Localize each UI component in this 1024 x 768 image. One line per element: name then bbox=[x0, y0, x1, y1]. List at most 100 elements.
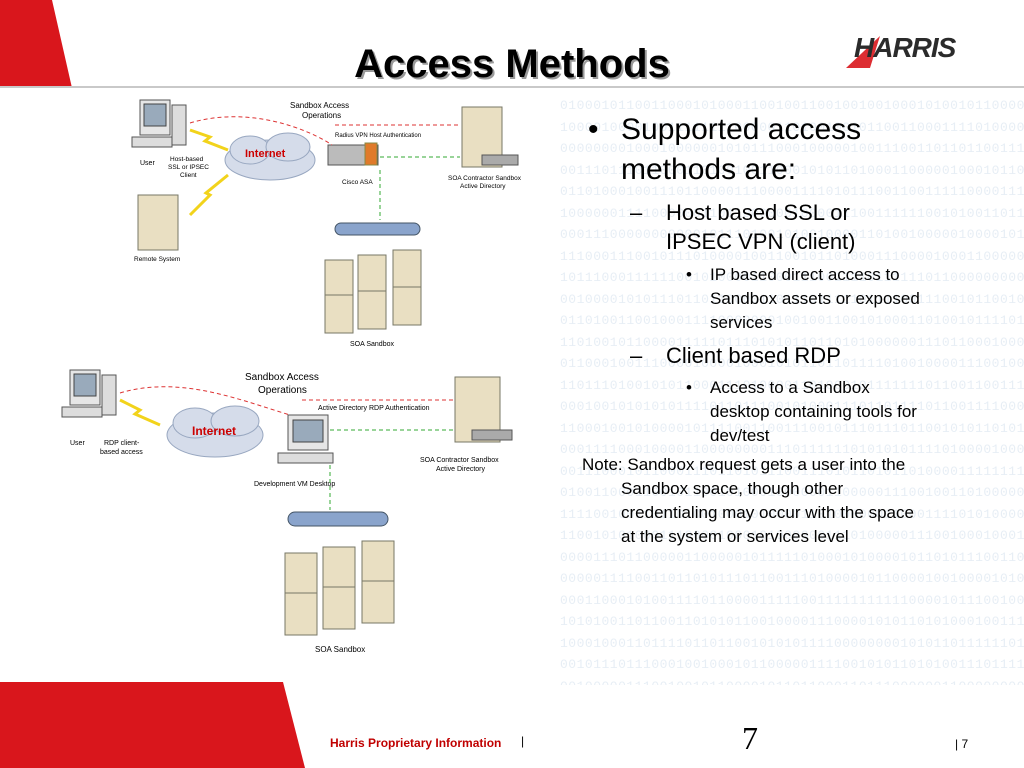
remote-system-icon bbox=[137, 194, 179, 251]
harris-logo-mark bbox=[846, 36, 880, 68]
auth-label: Radius VPN Host Authentication bbox=[335, 133, 421, 139]
footer-separator: | bbox=[521, 734, 525, 748]
bullet-marker: • bbox=[588, 113, 599, 146]
bottom-red-accent bbox=[0, 682, 305, 768]
lightning-icon bbox=[188, 173, 229, 217]
asa-label: Cisco ASA bbox=[342, 179, 373, 186]
binary-row: 0110100110010001111000000010010011001010… bbox=[560, 313, 1024, 328]
client-label-1: Host-based bbox=[170, 156, 204, 163]
sub-2-detail-line-1: Access to a Sandbox bbox=[710, 378, 870, 397]
bullet-1-line-2: methods are: bbox=[621, 153, 797, 186]
page-number: 7 bbox=[742, 720, 758, 756]
vpn-access-diagram: User Host-based SSL or IPSEC Client Inte… bbox=[131, 99, 522, 348]
page-title: Access Methods bbox=[354, 42, 670, 86]
network-bus bbox=[287, 511, 389, 527]
bullet-1-line-1: Supported access bbox=[621, 113, 862, 146]
binary-row: 1011100011111100101000011000111001111011… bbox=[560, 270, 1024, 285]
binary-row: 0100110001100101100101000100000011000001… bbox=[560, 485, 1024, 500]
binary-row: 1000000111100000011011000000100001110011… bbox=[560, 205, 1024, 221]
ad-server-icon bbox=[454, 376, 513, 443]
rdp-access-diagram: User RDP client- based access Internet S… bbox=[61, 369, 513, 654]
dot-marker: • bbox=[686, 378, 692, 397]
binary-row: 0001100010100111101100001111100111111111… bbox=[560, 592, 1024, 608]
note-line-4: at the system or services level bbox=[621, 527, 849, 546]
binary-row: 1000010000100111111110000011010010010110… bbox=[560, 119, 1024, 135]
ad-label-1: SOA Contractor Sandbox bbox=[420, 457, 499, 464]
internet-cloud-icon bbox=[166, 405, 264, 458]
binary-row: 0011100010110001110110101110011101011010… bbox=[560, 463, 1024, 479]
binary-row: 0000000010001000000101011100010000010011… bbox=[560, 141, 1024, 156]
dot-marker: • bbox=[686, 265, 692, 284]
user-computer-icon bbox=[131, 99, 187, 148]
sub-1-detail-line-3: services bbox=[710, 313, 773, 332]
binary-row: 0110100010011101100001110000111101011100… bbox=[560, 184, 1024, 199]
ad-label-1: SOA Contractor Sandbox bbox=[448, 175, 522, 182]
binary-row: 0010000101011101101100001101110111110111… bbox=[560, 291, 1024, 307]
logo-text: HARRIS bbox=[854, 32, 956, 63]
dash-marker: – bbox=[630, 200, 643, 225]
binary-row: 1010100110110011010101100100001110000101… bbox=[560, 614, 1024, 629]
auth-label: Active Directory RDP Authentication bbox=[318, 405, 430, 412]
binary-row: 0100010110011000101000110010011001001001… bbox=[560, 98, 1024, 113]
binary-row: 0000111011000001100000101111101000101000… bbox=[560, 549, 1024, 565]
lightning-icon bbox=[189, 128, 229, 152]
binary-row: 0001001010101011110110111001010001110110… bbox=[560, 399, 1024, 414]
note-line-2: Sandbox space, though other bbox=[621, 479, 844, 498]
sandbox-label: SOA Sandbox bbox=[350, 341, 394, 348]
ad-server-icon bbox=[461, 106, 519, 168]
binary-row: 1101001011000011111011101010110110101000… bbox=[560, 334, 1024, 350]
sandbox-servers-icon bbox=[324, 249, 422, 334]
user-label: User bbox=[70, 440, 85, 447]
sub-2-detail-line-2: desktop containing tools for bbox=[710, 402, 917, 421]
ops-label-2: Operations bbox=[258, 385, 307, 396]
sub-2-detail-line-3: dev/test bbox=[710, 426, 770, 445]
sub-1-detail-line-2: Sandbox assets or exposed bbox=[710, 289, 920, 308]
network-bus bbox=[334, 222, 421, 236]
binary-row: 1000100011011110110110010101011110000000… bbox=[560, 635, 1024, 651]
header-divider bbox=[0, 86, 1024, 88]
binary-row: 1100010010100001011110011001110010111011… bbox=[560, 420, 1024, 436]
binary-row: 1111001001101101001000101000011010000001… bbox=[560, 506, 1024, 522]
ops-label-1: Sandbox Access bbox=[290, 101, 349, 110]
proprietary-label: Harris Proprietary Information bbox=[330, 736, 502, 750]
binary-row: 0110001001110000100001000101011011011110… bbox=[560, 356, 1024, 371]
lightning-icon bbox=[119, 398, 161, 427]
binary-row: 0000011110011011010111011001110100001011… bbox=[560, 571, 1024, 586]
internet-label: Internet bbox=[245, 148, 286, 160]
user-label: User bbox=[140, 160, 155, 167]
internet-cloud-icon bbox=[224, 132, 316, 181]
binary-row: 0001110000000000010111010010100100001101… bbox=[560, 227, 1024, 242]
sandbox-label: SOA Sandbox bbox=[315, 645, 365, 654]
internet-label: Internet bbox=[192, 424, 236, 438]
sandbox-servers-icon bbox=[284, 540, 395, 636]
dash-marker: – bbox=[630, 343, 643, 368]
note-line-1: Note: Sandbox request gets a user into t… bbox=[582, 455, 906, 474]
sub-1-line-2: IPSEC VPN (client) bbox=[666, 229, 856, 254]
sub-1-line-1: Host based SSL or bbox=[666, 200, 850, 225]
binary-row: 0010111011100010010001011000001111001010… bbox=[560, 657, 1024, 672]
binary-row: 0010000011100100101100001011011000110111… bbox=[560, 676, 1024, 686]
cisco-asa-icon bbox=[327, 142, 379, 166]
binary-row: 1110001110010111010000100110010110100011… bbox=[560, 248, 1024, 264]
remote-label: Remote System bbox=[134, 256, 180, 263]
client-label-2: SSL or IPSEC bbox=[168, 164, 209, 171]
vm-desktop-icon bbox=[277, 414, 334, 464]
ops-label-1: Sandbox Access bbox=[245, 372, 319, 383]
sub-2-line-1: Client based RDP bbox=[666, 343, 841, 368]
client-label-3: Client bbox=[180, 172, 197, 179]
binary-row: 1101110100101011000111010000110100010111… bbox=[560, 377, 1024, 393]
binary-row: 0001111000100001100000000111011111101010… bbox=[560, 442, 1024, 457]
client-label-2: based access bbox=[100, 449, 143, 456]
binary-row: 1100101010001110000100010100000011101000… bbox=[560, 528, 1024, 543]
ad-label-2: Active Directory bbox=[436, 466, 486, 473]
ad-label-2: Active Directory bbox=[460, 183, 506, 190]
user-computer-icon bbox=[61, 369, 117, 418]
binary-background: 0100010110011000101000110010011001001001… bbox=[560, 95, 1024, 685]
sub-1-detail-line-1: IP based direct access to bbox=[710, 265, 900, 284]
client-label-1: RDP client- bbox=[104, 440, 140, 447]
page-number-small: | 7 bbox=[955, 737, 969, 751]
harris-logo: HARRIS bbox=[840, 28, 985, 72]
vm-label: Development VM Desktop bbox=[254, 481, 335, 488]
note-line-3: credentialing may occur with the space bbox=[621, 503, 914, 522]
ops-label-2: Operations bbox=[302, 111, 341, 120]
